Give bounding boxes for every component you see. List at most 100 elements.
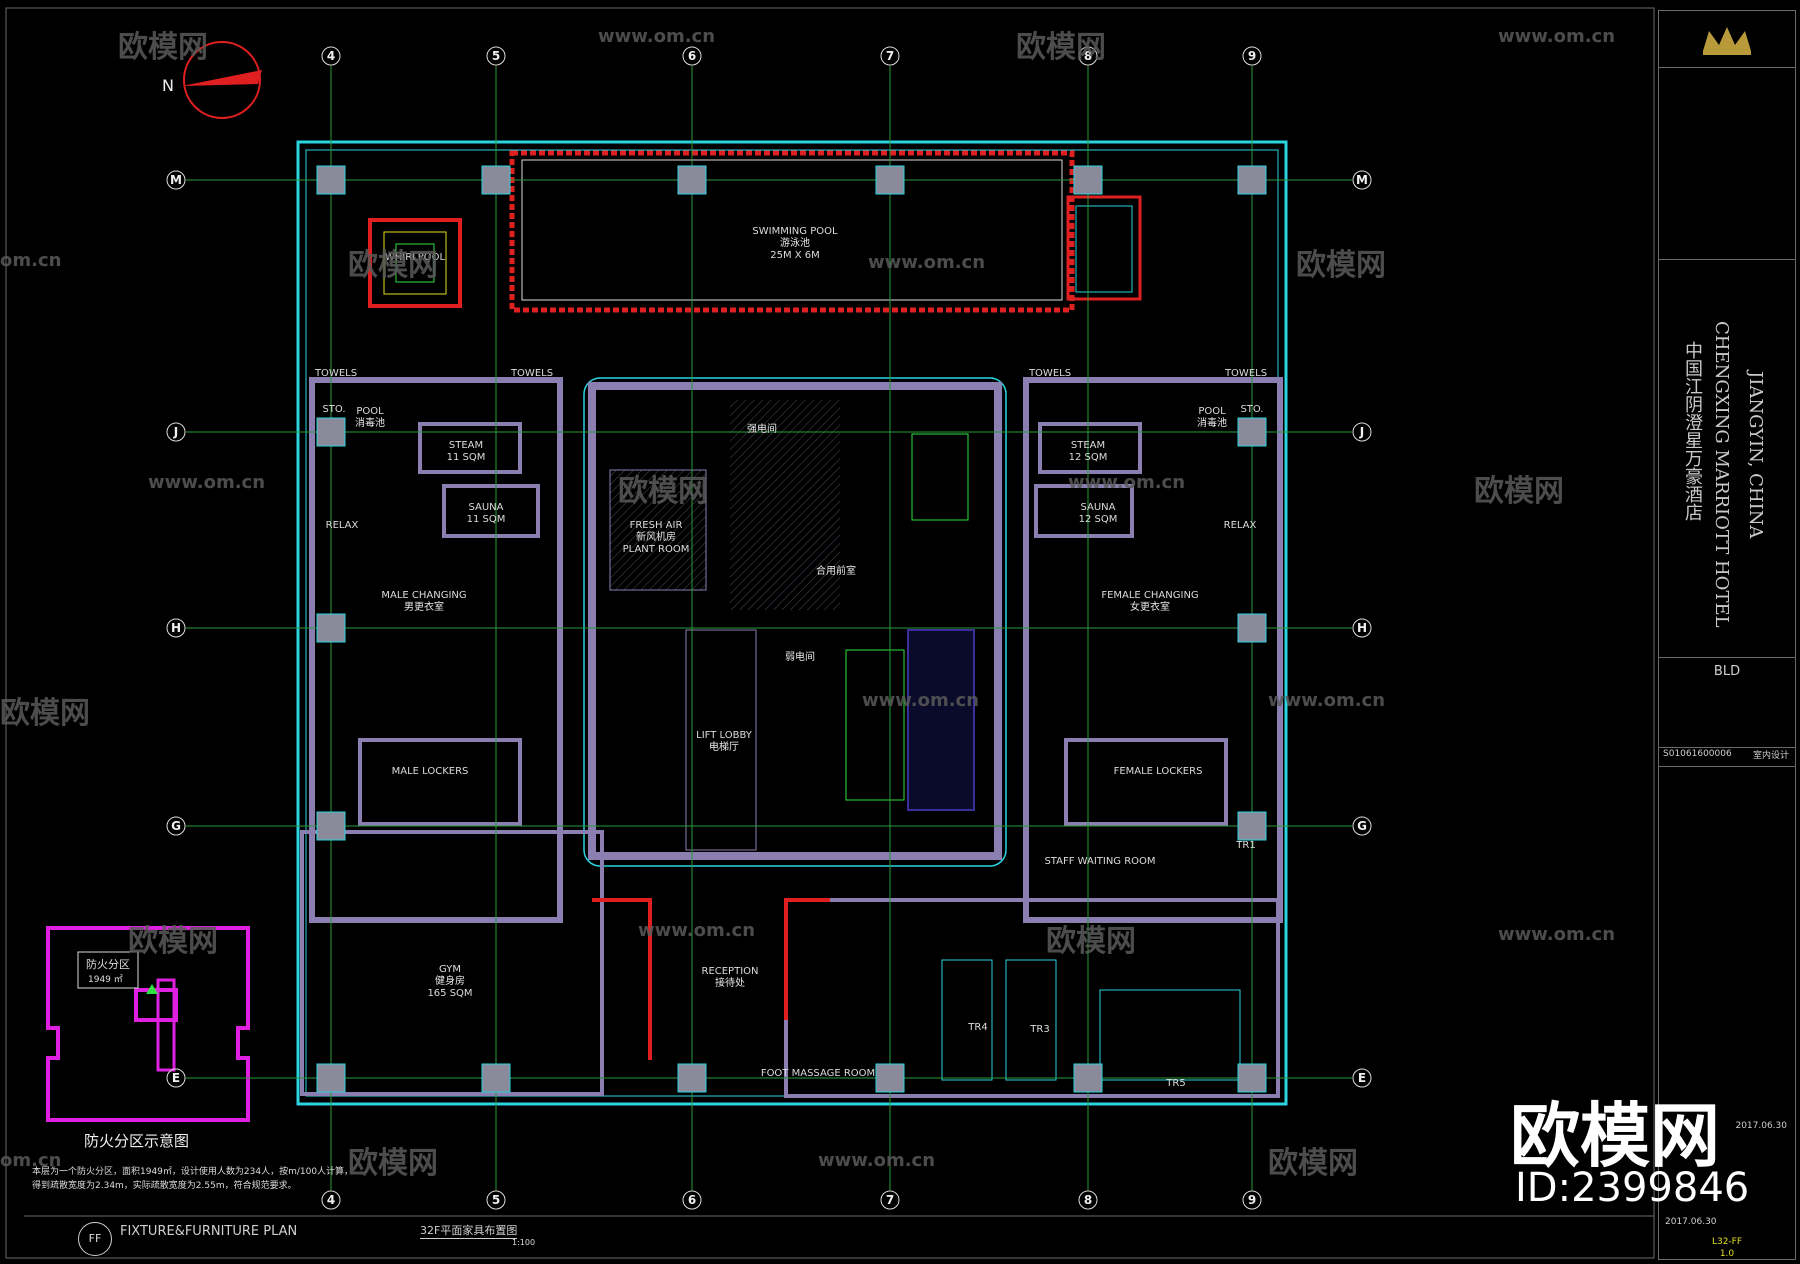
compass-north-label: N [162,76,174,95]
lockers-room-r [1064,738,1228,826]
room-label-en: SAUNA [468,502,504,513]
room-label-en: TOWELS [510,368,554,379]
grid-bubble-bottom-8: 8 [1078,1190,1098,1210]
fire-zone-area: 1949 ㎡ [88,975,123,985]
svg-text:J: J [173,425,178,439]
svg-text:5: 5 [492,49,500,63]
watermark-text: www.om.cn [1268,690,1386,711]
room-label-en: RECEPTION [701,966,759,977]
room-label-en: GYM [439,964,461,975]
room-label-en: STO. [322,404,346,415]
fire-zone-core [134,988,178,1022]
discipline-value: 室内设计 [1752,751,1789,761]
structural-columns [316,165,1267,1093]
core-hatch-2 [730,400,840,610]
gym-area [300,830,604,1096]
room-label-towels-l2: TOWELS [511,368,553,380]
left-wing-wall [309,377,563,923]
column-10 [1237,165,1267,195]
core-outline [583,377,1007,867]
room-label-sub: 12 SQM [1078,514,1118,525]
watermark-text: www.om.cn [148,472,266,493]
room-label-cn: 弱电间 [785,652,815,663]
grid-bubble-left-H: H [166,618,186,638]
watermark-text: 欧模网 [1016,30,1106,65]
column-8 [1073,165,1103,195]
revision: 1.0 [1719,1249,1735,1259]
pool-side-furniture [1075,205,1133,293]
svg-text:M: M [1356,173,1368,187]
svg-text:M: M [170,173,182,187]
whirlpool-inner [383,231,447,295]
project-name-en: CHENGXING MARRIOTT HOTEL [1711,321,1732,628]
watermark-id: ID:2399846 [1515,1165,1750,1211]
column-2 [481,165,511,195]
watermark-text: 欧模网 [1268,1146,1358,1181]
room-label-en: MALE CHANGING [381,590,467,601]
room-label-en: TR5 [1166,1078,1186,1089]
column-1 [316,1063,346,1093]
room-label-en: LIFT LOBBY [696,730,752,741]
core-wall [588,382,1002,860]
room-label-cn: 男更衣室 [403,602,444,613]
watermark-text: www.om.cn [638,920,756,941]
grid-bubble-left-G: G [166,816,186,836]
room-label-cn: 消毒池 [355,418,385,429]
pool-enclosure [509,150,1075,313]
shaft-dark [907,629,975,811]
right-wing-wall [1023,377,1283,923]
room-label-en: STEAM [1070,440,1106,451]
svg-text:4: 4 [327,1193,335,1207]
room-label-sub: 25M X 6M [770,250,820,261]
drawing-number: S01061600006 室内设计 [1659,747,1795,767]
svg-text:4: 4 [327,49,335,63]
room-label-en: SWIMMING POOL [752,226,838,237]
outer-wall [296,140,1288,1106]
svg-text:7: 7 [886,1193,894,1207]
svg-text:H: H [1357,621,1367,635]
room-label-en: POOL [1198,406,1226,417]
room-label-towels-r2: TOWELS [1225,368,1267,380]
spa-south-wall [784,898,1280,1098]
column-12 [316,417,346,447]
grid-bubble-top-4: 4 [321,46,341,66]
room-label-en: TOWELS [1028,368,1072,379]
footer-ff-text: FF [88,1232,102,1245]
project-location: JIANGYIN, CHINA [1745,371,1766,539]
room-label-foot-massage: FOOT MASSAGE ROOM [761,1068,875,1080]
watermark-text: 欧模网 [1474,474,1564,509]
stair-north [911,433,969,521]
grid-bubble-left-J: J [166,422,186,442]
watermark-text: www.om.cn [818,1150,936,1171]
compass-circle [183,41,261,119]
column-5 [677,1063,707,1093]
room-label-en: MALE LOCKERS [391,766,469,777]
column-0 [316,165,346,195]
column-13 [1237,417,1267,447]
watermark-text: 欧模网 [348,1146,438,1181]
room-label-en: FEMALE CHANGING [1101,590,1199,601]
room-label-en: RELAX [325,520,359,531]
sauna-room-l [442,484,540,538]
svg-text:9: 9 [1248,49,1256,63]
watermark-text: 欧模网 [128,924,218,959]
svg-text:8: 8 [1084,49,1092,63]
grid-bubble-left-E: E [166,1068,186,1088]
grid-bubble-right-J: J [1352,422,1372,442]
room-label-en: TR1 [1236,840,1256,851]
svg-text:H: H [171,621,181,635]
grid-bubble-right-M: M [1352,170,1372,190]
svg-text:6: 6 [688,49,696,63]
